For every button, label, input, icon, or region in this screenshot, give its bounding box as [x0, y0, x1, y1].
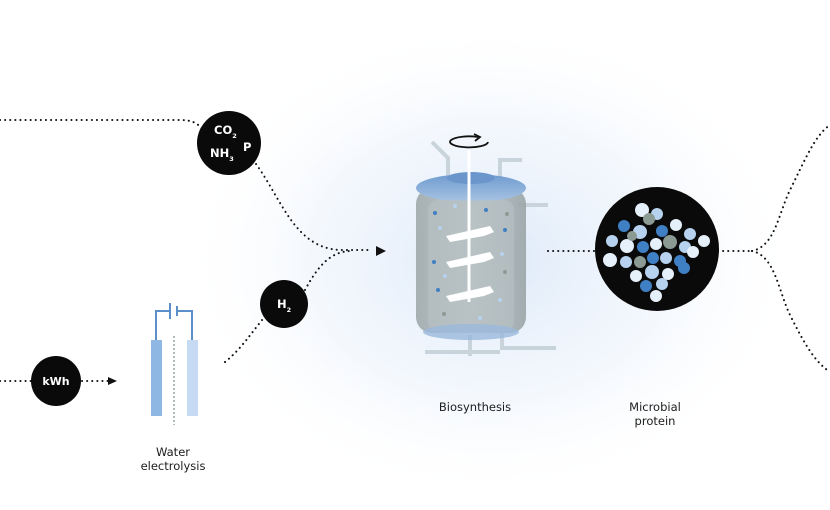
p-label: P	[243, 140, 251, 154]
nh3-label: NH3	[210, 146, 234, 163]
co2-label: CO2	[214, 123, 237, 140]
electrode-right	[187, 340, 198, 416]
arrowhead-icon	[108, 377, 117, 385]
arrowhead-icon	[376, 246, 386, 256]
nutrients-to-reactor-line	[255, 163, 373, 251]
rotation-arrow-icon	[449, 133, 489, 149]
electrode-left	[151, 340, 162, 416]
electrolysis-label-line1: Water	[156, 445, 190, 459]
kwh-label: kWh	[42, 375, 69, 388]
biosynthesis-label-text: Biosynthesis	[438, 400, 512, 414]
h2-node: H2	[260, 280, 308, 328]
biosynthesis-label: Biosynthesis	[420, 400, 530, 414]
protein-label-line2: protein	[634, 414, 676, 428]
h2-label: H2	[277, 297, 291, 314]
electrolysis-label-line2: electrolysis	[140, 459, 206, 473]
reactor-bubbles	[432, 204, 509, 320]
power-node: kWh	[31, 356, 81, 406]
protein-particles	[603, 203, 710, 302]
battery-icon	[155, 303, 193, 340]
electrolysis-label: Water electrolysis	[118, 445, 228, 473]
electrolysis-to-h2-line	[224, 319, 263, 363]
microbial-protein-node	[595, 187, 719, 311]
electrolysis-cell	[151, 303, 198, 425]
agitator-blades	[446, 226, 494, 302]
h2-to-reactor-line	[304, 250, 351, 291]
output-lower-branch	[751, 250, 830, 373]
nutrients-feed-line	[0, 119, 204, 132]
bioreactor	[416, 133, 556, 356]
nutrients-node: CO2 NH3 P	[197, 111, 261, 175]
output-upper-branch	[751, 124, 830, 252]
protein-label: Microbial protein	[600, 400, 710, 428]
protein-label-line1: Microbial	[629, 400, 681, 414]
